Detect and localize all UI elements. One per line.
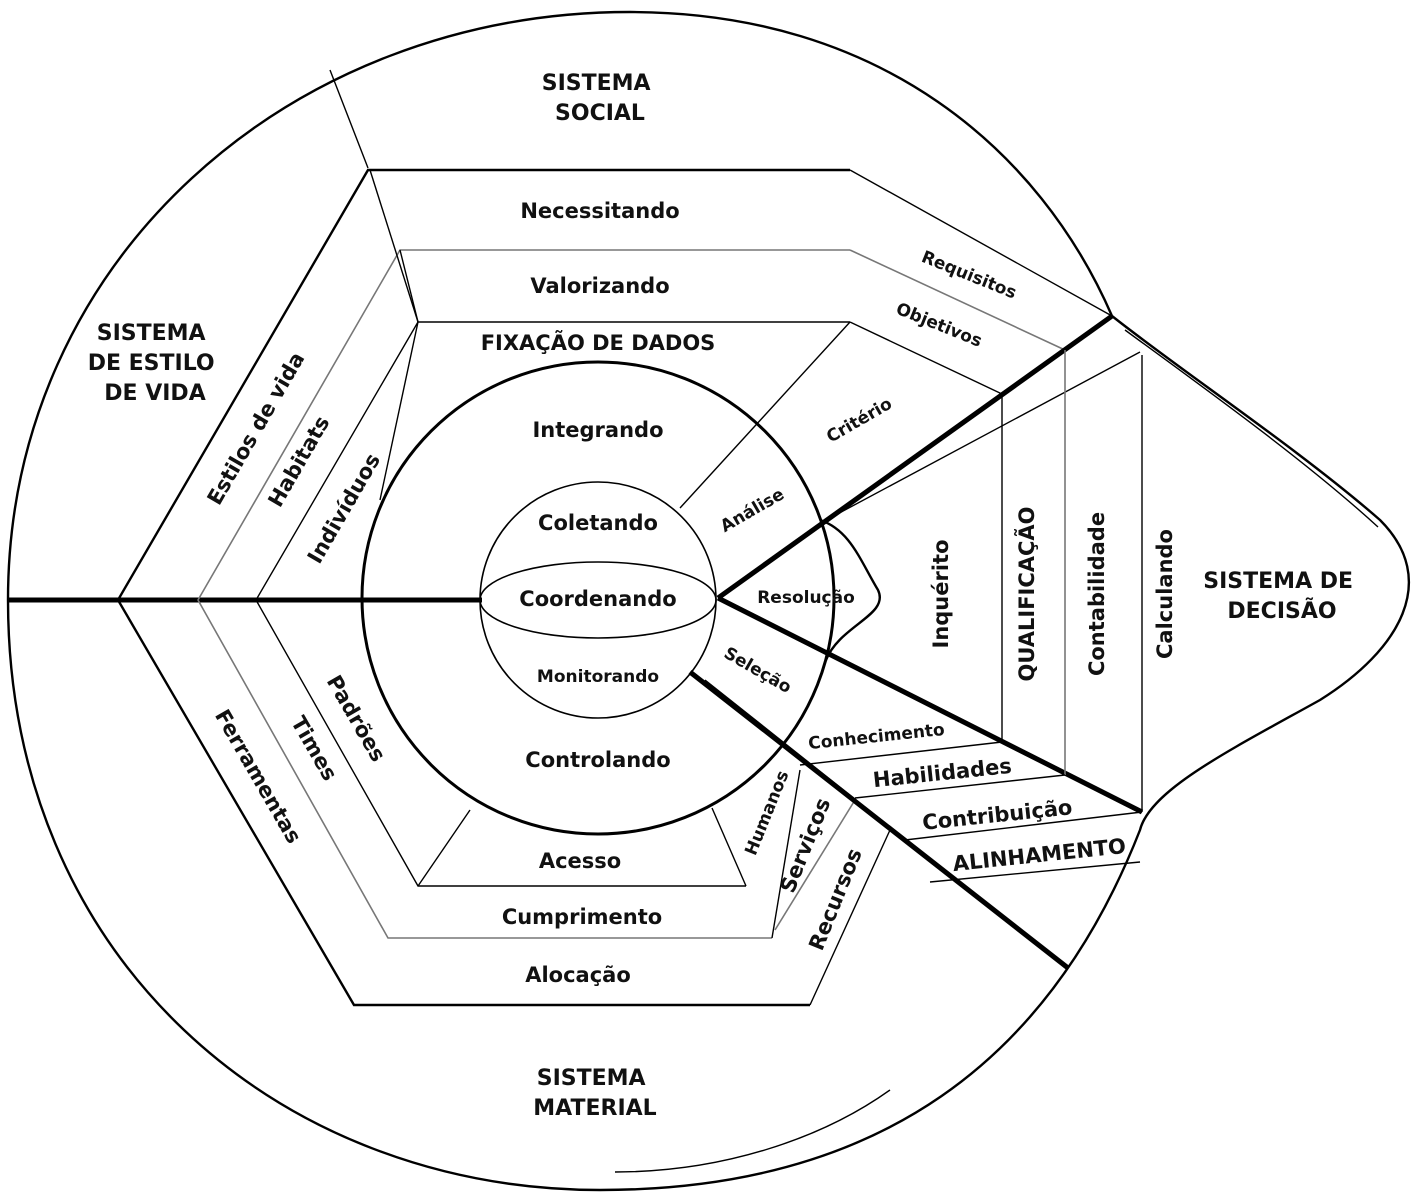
selecao-label: Seleção: [720, 643, 794, 698]
top-band-divider: [369, 169, 419, 323]
band-conhecimento-line: [799, 741, 1003, 766]
top-right-inner: [849, 321, 1003, 395]
bottom-right-connector-2: [771, 769, 801, 939]
analise-label: Análise: [717, 484, 788, 536]
resolucao-bubble: [819, 518, 881, 661]
social-lifestyle-divider: [329, 69, 369, 169]
bottom-right-connector: [711, 807, 747, 887]
outer-boundary: [6, 10, 1410, 1192]
resolucao-label: Resolução: [757, 588, 855, 608]
calculando-label: Calculando: [1153, 529, 1177, 659]
monitorando-label: Monitorando: [537, 667, 659, 687]
inquerito-label: Inquérito: [929, 539, 953, 648]
criterio-label: Critério: [823, 394, 896, 447]
cumprimento-label: Cumprimento: [502, 905, 662, 929]
alinhamento-label: ALINHAMENTO: [952, 834, 1127, 876]
social-system-label: SISTEMA SOCIAL: [542, 71, 659, 126]
fixacao-label: FIXAÇÃO DE DADOS: [481, 330, 716, 355]
contabilidade-label: Contabilidade: [1085, 512, 1109, 676]
bottom-right-gray: [774, 799, 856, 931]
individuos-label: Indivíduos: [303, 449, 385, 567]
recursos-label: Recursos: [804, 845, 867, 954]
material-divider-thin: [704, 679, 1061, 963]
lifestyle-system-label: SISTEMA DE ESTILO DE VIDA: [88, 321, 223, 406]
coordenando-label: Coordenando: [519, 587, 676, 611]
decision-lower-thick: [716, 595, 1144, 815]
acesso-label: Acesso: [539, 849, 621, 873]
analise-divider: [679, 321, 851, 509]
necessitando-label: Necessitando: [520, 199, 679, 223]
decision-diagonal: [829, 351, 1141, 519]
left-inner-connector: [379, 321, 419, 501]
coletando-label: Coletando: [538, 511, 658, 535]
alocacao-label: Alocação: [525, 963, 631, 987]
band-contribuicao-line: [904, 811, 1143, 841]
humanos-label: Humanos: [741, 768, 793, 858]
bottom-arc-detail: [614, 1089, 891, 1173]
decision-upper-thick: [716, 313, 1114, 601]
decision-system-label: SISTEMA DE DECISÃO: [1203, 569, 1360, 624]
bottom-right-connector-3: [809, 829, 891, 1006]
habitats-label: Habitats: [263, 412, 334, 511]
integrando-label: Integrando: [532, 418, 663, 442]
conhecimento-label: Conhecimento: [807, 720, 945, 754]
outer-hexagon: [116, 168, 850, 1007]
valorizando-label: Valorizando: [530, 274, 669, 298]
qualificacao-label: QUALIFICAÇÃO: [1014, 506, 1039, 681]
band-habilidades-line: [854, 774, 1066, 799]
material-system-label: SISTEMA MATERIAL: [533, 1066, 656, 1121]
times-label: Times: [286, 712, 342, 785]
top-right-outer: [849, 169, 1113, 317]
top-band-divider-2: [399, 249, 419, 323]
band-alinhamento-line: [929, 861, 1141, 883]
inner-hexagon: [255, 321, 850, 887]
habilidades-label: Habilidades: [872, 754, 1013, 792]
controlando-label: Controlando: [525, 748, 670, 772]
bottom-inner-connector: [417, 809, 471, 887]
outer-boundary-inner-edge: [1124, 329, 1379, 528]
central-circle: [360, 360, 836, 836]
top-right-middle: [849, 249, 1066, 351]
middle-hexagon: [197, 249, 850, 939]
